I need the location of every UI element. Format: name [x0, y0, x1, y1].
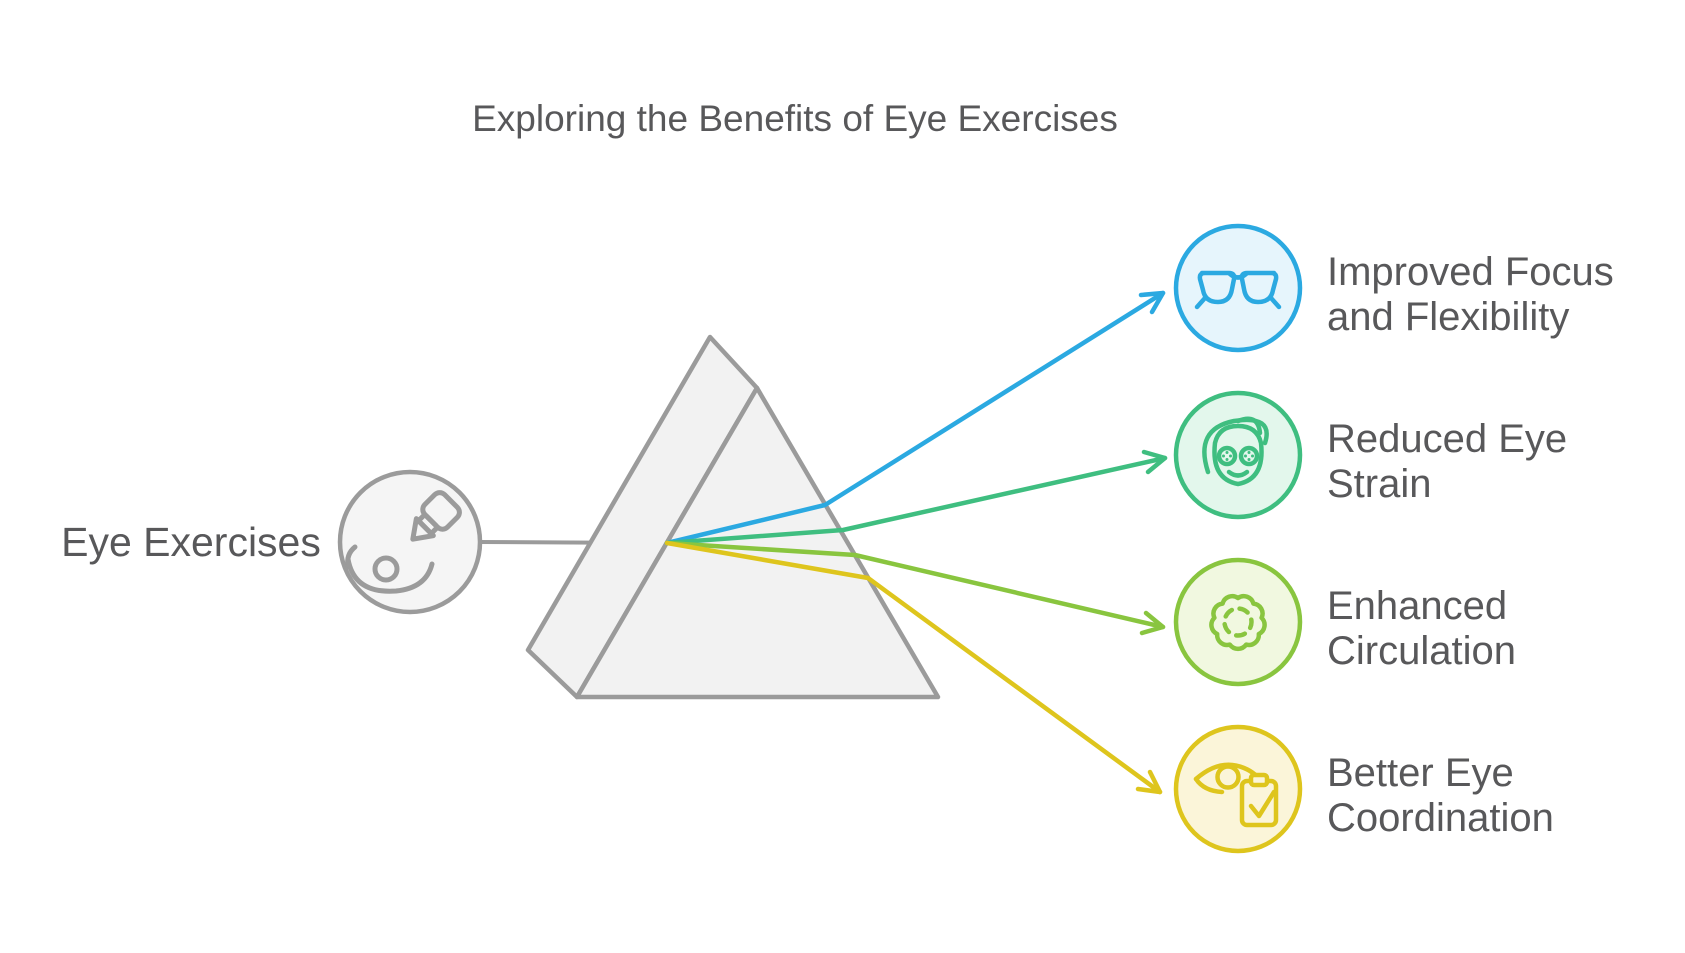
ray-reduced-eye-strain [664, 449, 1168, 546]
cucumber-dots [1222, 451, 1254, 461]
ray-line [664, 290, 1166, 546]
source-label: Eye Exercises [61, 519, 321, 565]
benefit-label-line2: Circulation [1327, 629, 1516, 673]
benefit-label-line1: Reduced Eye [1327, 417, 1567, 461]
ray-line [664, 540, 1166, 630]
ray-line [664, 540, 1163, 795]
ray-enhanced-circulation [664, 540, 1166, 636]
spa-face-icon [1202, 416, 1269, 487]
benefit-label-line2: Strain [1327, 462, 1432, 506]
benefit-node-enhanced-circulation: Enhanced Circulation [1173, 557, 1516, 687]
cell-icon [1209, 593, 1267, 652]
benefit-circle [1173, 390, 1303, 520]
source-node [337, 469, 483, 615]
benefit-label-line1: Improved Focus [1327, 250, 1614, 294]
page-title: Exploring the Benefits of Eye Exercises [472, 98, 1118, 139]
benefit-label-line1: Enhanced [1327, 584, 1507, 628]
eye-checklist-icon [1193, 762, 1279, 828]
arrowhead [1139, 610, 1166, 636]
ray-better-eye-coordination [664, 540, 1163, 795]
benefit-node-better-eye-coordination: Better Eye Coordination [1173, 724, 1554, 854]
arrowhead [1138, 290, 1166, 315]
prism [525, 334, 941, 700]
benefit-circle [1173, 724, 1303, 854]
benefit-label-line2: Coordination [1327, 796, 1554, 840]
benefit-label-line2: and Flexibility [1327, 295, 1569, 339]
arrowhead [1141, 449, 1168, 475]
arrowhead [1135, 769, 1163, 795]
source-circle [337, 469, 483, 615]
benefit-circle [1173, 223, 1303, 353]
benefit-node-improved-focus: Improved Focus and Flexibility [1173, 223, 1614, 353]
ray-improved-focus [664, 290, 1166, 546]
benefit-label-line1: Better Eye [1327, 751, 1514, 795]
ray-line [664, 455, 1168, 546]
glasses-icon [1194, 270, 1282, 310]
benefit-circle [1173, 557, 1303, 687]
eye-drops-icon [345, 490, 462, 594]
benefit-node-reduced-eye-strain: Reduced Eye Strain [1173, 390, 1567, 520]
